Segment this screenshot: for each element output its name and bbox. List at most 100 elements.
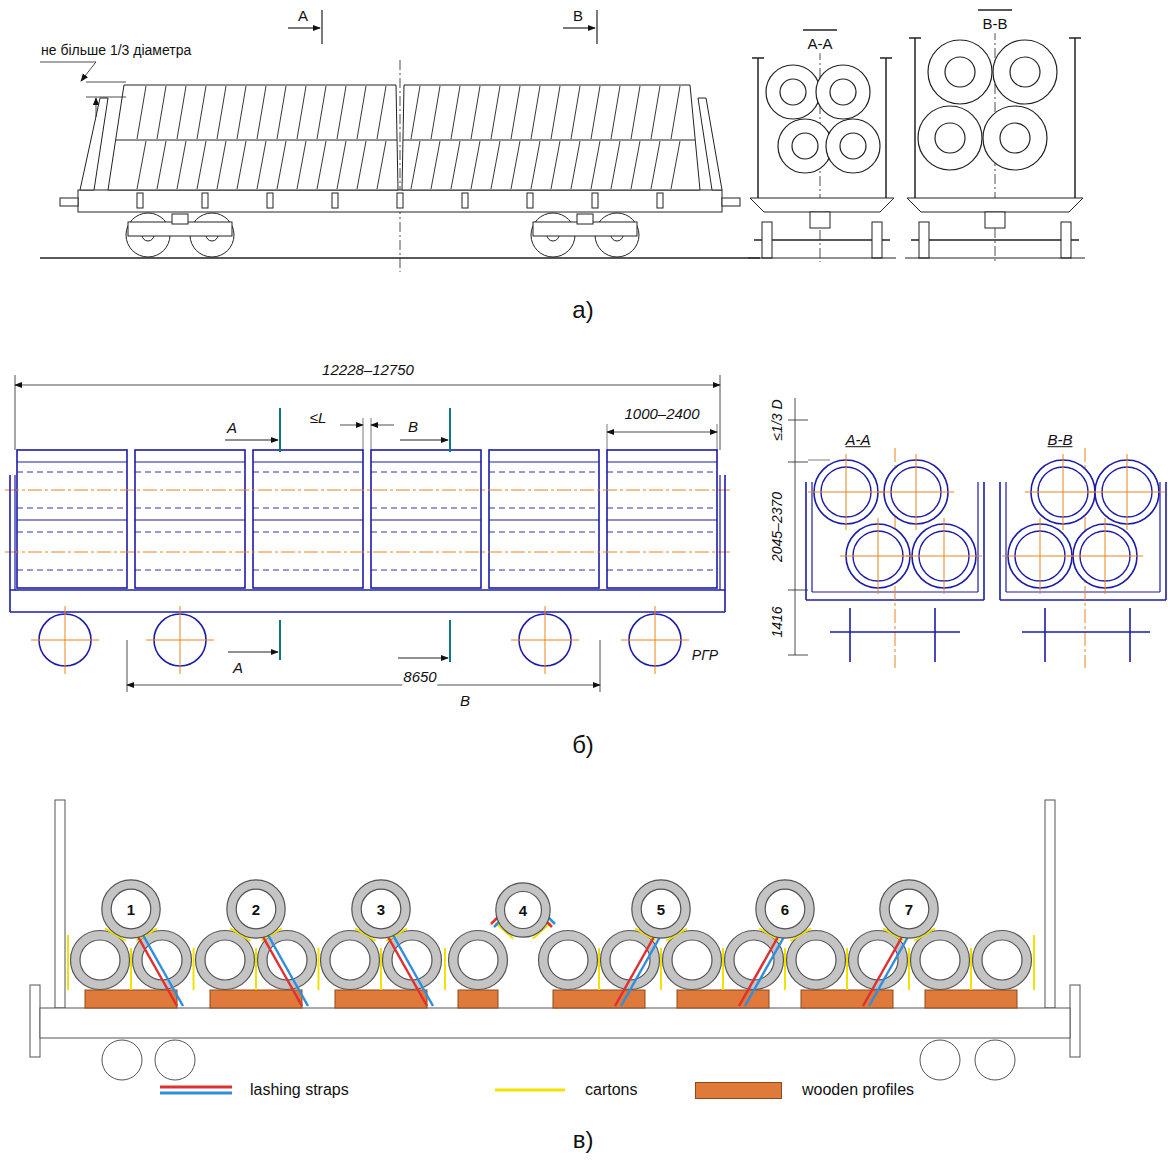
dimension-tick — [788, 655, 808, 656]
dimension-tick — [788, 420, 808, 421]
coil — [632, 880, 690, 938]
coil-edge — [607, 519, 717, 520]
lashing-strap — [262, 935, 302, 1006]
leader-line — [40, 62, 96, 63]
dimension-tick — [788, 462, 808, 463]
coil-hatch — [377, 86, 386, 139]
extension-line — [717, 424, 718, 450]
figure-letter: в) — [572, 1127, 595, 1153]
axis-line — [65, 606, 66, 674]
lashing-strap — [143, 935, 183, 1006]
lashing-strap — [393, 935, 433, 1006]
stake-cap — [880, 57, 892, 59]
side-wall — [999, 482, 1001, 600]
coil-hatch — [411, 141, 420, 189]
coil-bore — [920, 940, 960, 980]
coil-hatch — [631, 141, 640, 189]
wooden-profile — [335, 990, 427, 1008]
side-wall — [914, 38, 916, 198]
coil-hatch — [357, 86, 366, 139]
wheel — [872, 222, 882, 258]
underframe — [78, 190, 722, 212]
dimension-tick — [788, 590, 808, 591]
label-holder: 8650 — [402, 668, 437, 686]
axis-line — [878, 518, 879, 594]
coil — [539, 931, 598, 990]
floor — [10, 611, 725, 613]
axis-line — [180, 606, 181, 674]
coil-hatch — [411, 86, 420, 139]
side-wall — [1159, 482, 1160, 592]
dimension: 8650 — [402, 669, 437, 686]
axle — [1022, 631, 1150, 633]
coil-bore — [796, 940, 836, 980]
legend-entry: wooden profiles — [695, 1081, 914, 1099]
coil-hatch — [217, 141, 226, 189]
coil-bore — [548, 940, 588, 980]
coil-hatch — [431, 141, 440, 189]
stake — [527, 193, 533, 208]
coil-hatch — [157, 141, 166, 189]
figure-letter: б) — [571, 732, 595, 758]
extension-line — [363, 418, 364, 450]
lashing-strap — [745, 935, 785, 1006]
dimension-line — [795, 398, 796, 655]
wheel — [155, 1040, 195, 1080]
wheel — [102, 1040, 142, 1080]
coil-hatch — [671, 141, 680, 189]
lashing-strap — [137, 935, 177, 1006]
coil-hatch — [491, 86, 500, 139]
row-line — [116, 140, 397, 141]
end-wall — [719, 475, 720, 590]
hidden-line — [371, 472, 481, 473]
label-holder: не більше 1/3 діаметра — [40, 41, 192, 59]
coil-hatch — [317, 86, 326, 139]
end-wall — [698, 98, 722, 190]
lashing-strap — [268, 935, 308, 1006]
stake — [657, 193, 663, 208]
wooden-profile — [553, 990, 645, 1008]
coil-edge — [17, 519, 127, 520]
carton — [970, 948, 972, 990]
section-title: A-A — [844, 432, 871, 449]
dimension-line — [86, 82, 126, 83]
dimension-line — [86, 97, 126, 98]
carton — [130, 948, 132, 990]
wheel — [1044, 608, 1046, 662]
coil-block — [135, 450, 245, 588]
label-holder: A — [226, 419, 238, 437]
platform — [40, 1008, 1070, 1038]
coil-edge — [371, 519, 481, 520]
coil — [880, 880, 938, 938]
lashing-strap — [615, 935, 655, 1006]
floor — [907, 198, 1083, 212]
coil-hatch — [357, 141, 366, 189]
coil-hatch — [197, 141, 206, 189]
coil-bore — [780, 79, 806, 105]
floor — [1000, 599, 1166, 601]
hidden-line — [135, 508, 245, 509]
coil-hatch — [217, 86, 226, 139]
coil — [102, 880, 160, 938]
coil-hatch — [531, 141, 540, 189]
section-letter: A — [226, 420, 238, 437]
axis-line — [1127, 454, 1128, 530]
dimension-line — [15, 385, 720, 386]
dimension-line — [607, 432, 717, 433]
coil-hatch — [317, 141, 326, 189]
coil-bore — [982, 940, 1022, 980]
coil-number: 3 — [351, 879, 411, 939]
label-holder: 2045–2370 — [768, 491, 786, 563]
coil — [816, 65, 870, 119]
callout-number: 7 — [905, 902, 913, 917]
axle — [754, 239, 890, 241]
lashing-strap — [869, 935, 909, 1006]
callout-number: 5 — [657, 902, 665, 917]
coil-block — [253, 450, 363, 588]
side-wall — [811, 482, 812, 592]
legend-text: cartons — [585, 1081, 637, 1099]
section-letter: B — [572, 8, 584, 25]
stake — [202, 193, 208, 208]
wagon-a — [40, 10, 760, 272]
